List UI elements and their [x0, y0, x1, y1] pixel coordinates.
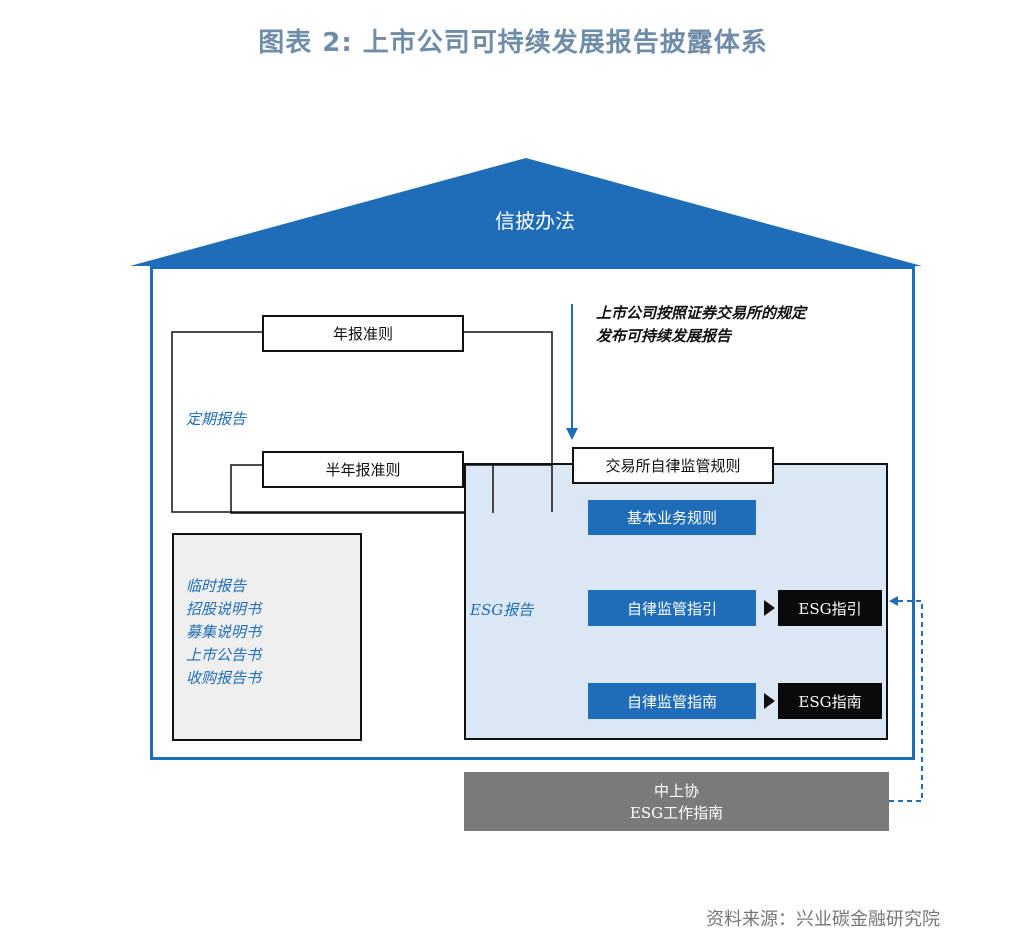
roof-label: 信披办法	[495, 209, 575, 233]
annual-rules-box: 年报准则	[262, 315, 464, 352]
exchange-rules-box: 交易所自律监管规则	[572, 447, 774, 484]
other-reports-list: 临时报告 招股说明书 募集说明书 上市公告书 收购报告书	[186, 575, 261, 690]
esg-guideline-box: ESG指引	[778, 590, 882, 626]
house-body	[150, 266, 915, 760]
list-item: 募集说明书	[186, 623, 262, 641]
self-reg-guideline-box: 自律监管指引	[588, 590, 756, 626]
capco-line-2: ESG工作指南	[629, 803, 724, 822]
capco-guide-box: 中上协 ESG工作指南	[464, 772, 889, 831]
exchange-note: 上市公司按照证券交易所的规定 发布可持续发展报告	[596, 302, 806, 348]
arrow-right-icon	[764, 600, 775, 616]
esg-guide-box: ESG指南	[778, 683, 882, 719]
dashed-feedback-line	[889, 600, 923, 802]
list-item: 上市公告书	[186, 646, 262, 664]
dashed-arrow-head	[889, 596, 898, 606]
arrow-right-icon	[764, 693, 775, 709]
self-reg-guide-box: 自律监管指南	[588, 683, 756, 719]
capco-line-1: 中上协	[653, 781, 699, 800]
roof-shape	[130, 158, 922, 266]
figure-title: 图表 2: 上市公司可持续发展报告披露体系	[258, 28, 768, 58]
note-arrow-head	[566, 428, 578, 440]
other-reports-box	[172, 533, 362, 741]
esg-report-label: ESG报告	[470, 601, 534, 619]
business-rules-box: 基本业务规则	[588, 500, 756, 535]
note-line-1: 上市公司按照证券交易所的规定	[596, 304, 807, 322]
periodic-bracket-line	[171, 331, 553, 513]
note-line-2: 发布可持续发展报告	[596, 327, 732, 345]
semiannual-rules-box: 半年报准则	[262, 451, 464, 488]
list-item: 招股说明书	[186, 600, 262, 618]
list-item: 收购报告书	[186, 669, 262, 687]
periodic-report-label: 定期报告	[186, 410, 247, 428]
source-note: 资料来源：兴业碳金融研究院	[706, 909, 940, 930]
list-item: 临时报告	[186, 577, 247, 595]
